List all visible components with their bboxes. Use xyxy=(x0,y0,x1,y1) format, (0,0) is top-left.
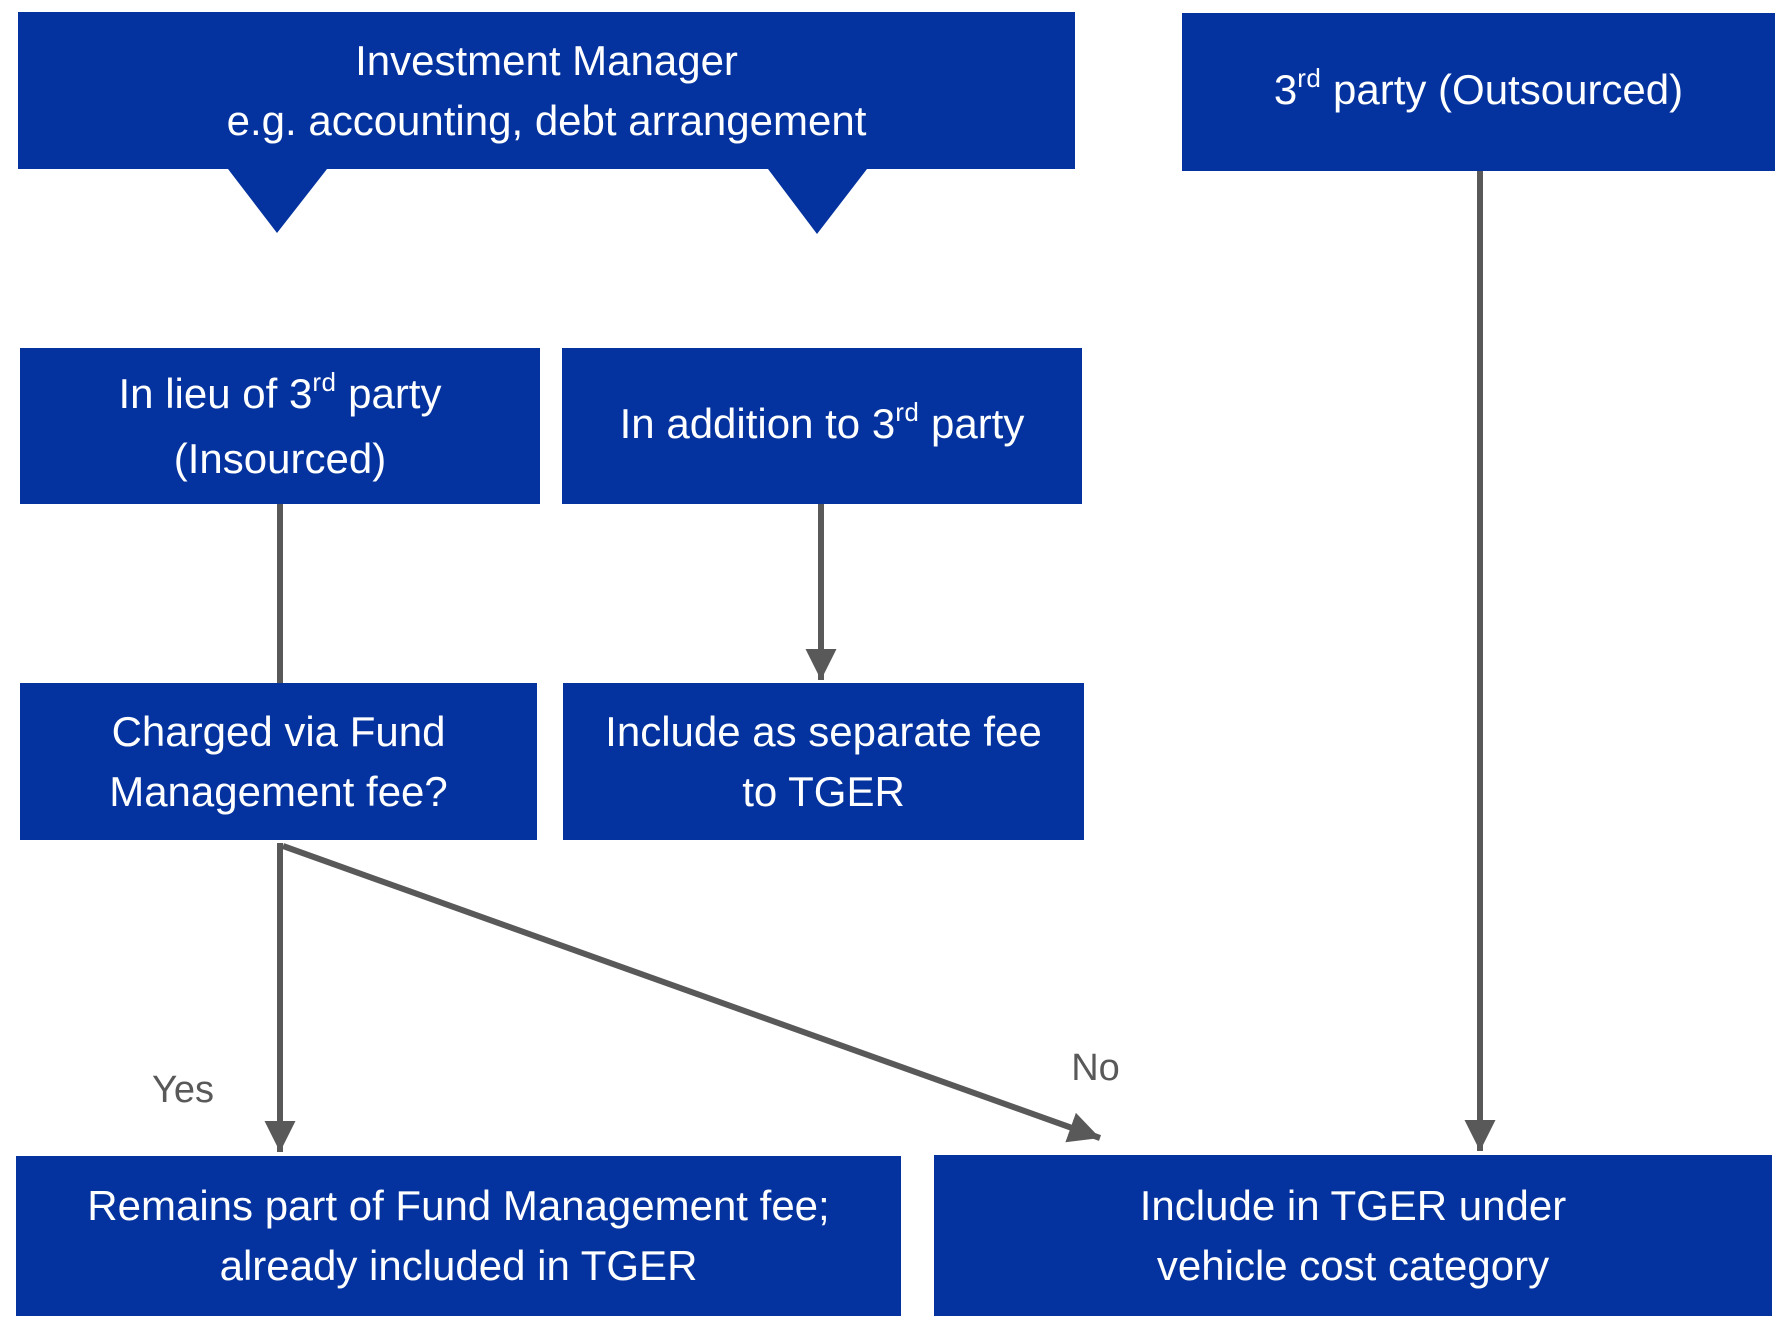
node-charged-via-line2: Management fee? xyxy=(109,767,448,815)
node-separate-fee-tger: Include as separate fee to TGER xyxy=(563,683,1084,840)
node-include-tger-line2: vehicle cost category xyxy=(1156,1241,1550,1289)
node-text-part: 3 xyxy=(1273,65,1298,113)
node-text-part: party xyxy=(336,369,442,417)
node-remains-fund-fee: Remains part of Fund Management fee; alr… xyxy=(16,1156,901,1316)
node-text-part: In lieu of 3 xyxy=(118,369,313,417)
node-in-lieu-insourced: In lieu of 3rd party (Insourced) xyxy=(20,348,540,504)
node-in-lieu-line1: In lieu of 3rd party xyxy=(119,364,442,429)
node-third-party-outsourced: 3rd party (Outsourced) xyxy=(1182,13,1775,171)
node-in-addition: In addition to 3rd party xyxy=(562,348,1082,504)
node-third-party-outsourced-line: 3rd party (Outsourced) xyxy=(1274,60,1683,125)
node-text-part: In addition to 3 xyxy=(619,399,896,447)
node-in-addition-line: In addition to 3rd party xyxy=(620,394,1025,459)
ordinal-superscript: rd xyxy=(312,366,337,397)
ordinal-superscript: rd xyxy=(1297,62,1322,93)
edge-label-no: No xyxy=(1071,1047,1120,1089)
node-charged-via-fund-fee: Charged via Fund Management fee? xyxy=(20,683,537,840)
node-investment-manager: Investment Manager e.g. accounting, debt… xyxy=(18,12,1075,169)
pointer-triangle-left xyxy=(228,169,327,233)
node-separate-fee-line1: Include as separate fee xyxy=(605,707,1042,755)
node-text-part: party (Outsourced) xyxy=(1321,65,1684,113)
node-include-tger-vehicle: Include in TGER under vehicle cost categ… xyxy=(934,1155,1772,1316)
node-text-part: party xyxy=(919,399,1025,447)
ordinal-superscript: rd xyxy=(895,396,920,427)
node-charged-via-line1: Charged via Fund xyxy=(111,707,446,755)
connector-no-arrow xyxy=(281,843,1102,1143)
node-investment-manager-line1: Investment Manager xyxy=(355,36,738,84)
node-include-tger-line1: Include in TGER under xyxy=(1139,1181,1567,1229)
edge-label-yes: Yes xyxy=(152,1069,214,1111)
node-investment-manager-line2: e.g. accounting, debt arrangement xyxy=(226,96,867,144)
node-in-lieu-line2: (Insourced) xyxy=(173,434,387,482)
node-remains-line2: already included in TGER xyxy=(219,1242,698,1289)
pointer-triangle-right xyxy=(768,169,867,234)
node-separate-fee-line2: to TGER xyxy=(742,767,905,815)
node-remains-line1: Remains part of Fund Management fee; xyxy=(87,1182,830,1229)
